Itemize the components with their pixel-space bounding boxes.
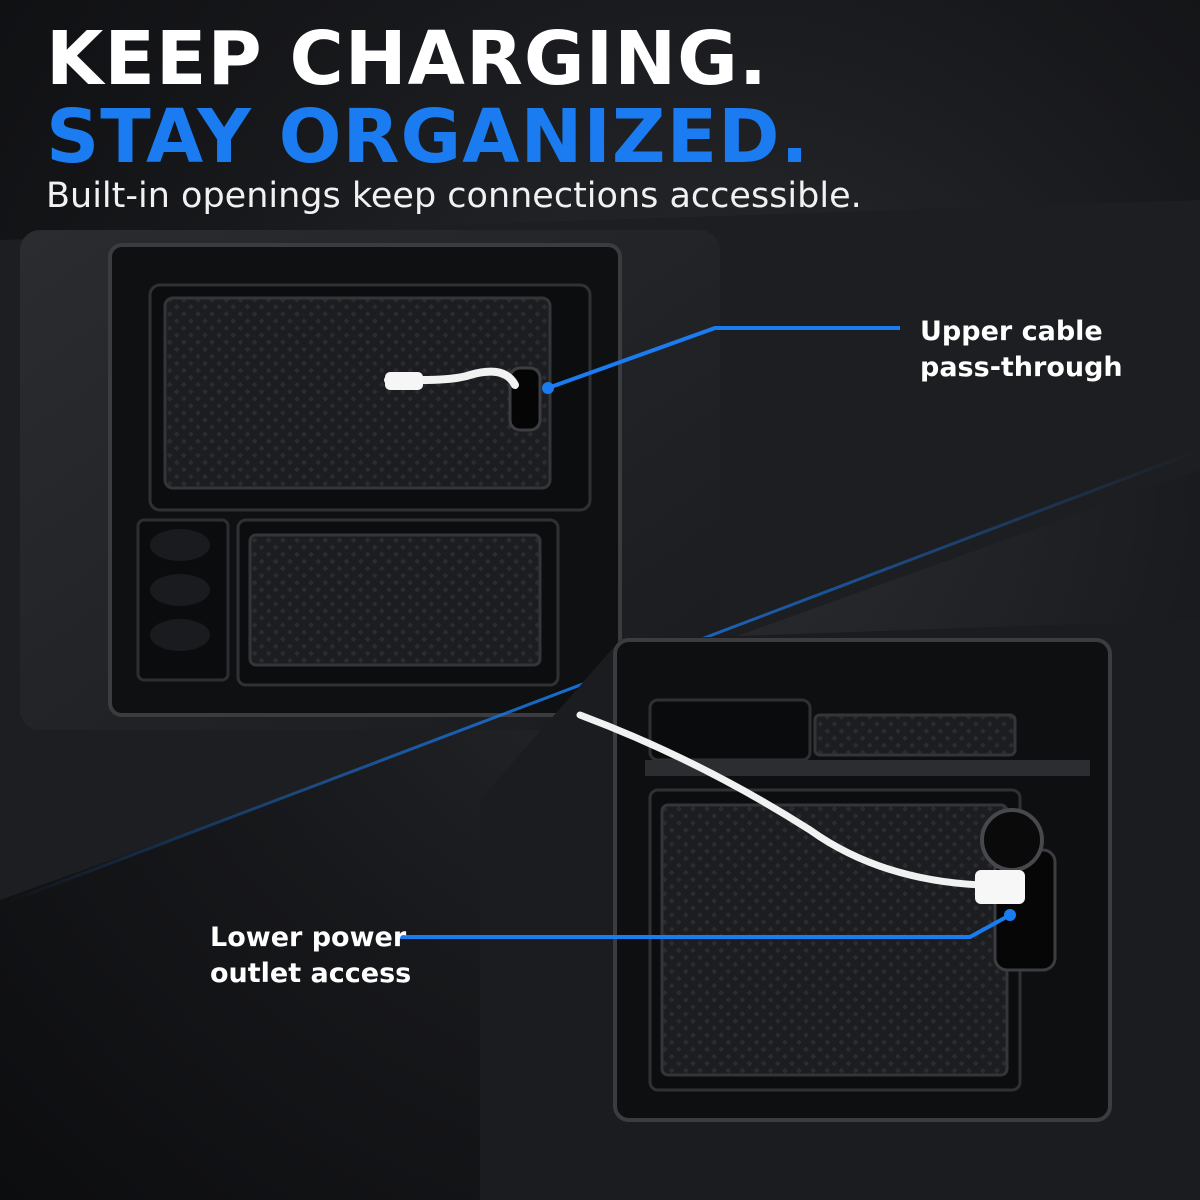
lower-organizer-tray (576, 638, 1112, 1122)
upper-callout-line-1: Upper cable (920, 316, 1103, 347)
upper-organizer-tray (108, 243, 622, 717)
lower-callout-connector (400, 909, 1016, 939)
upper-callout-line-2: pass-through (920, 352, 1123, 383)
upper-callout-connector (542, 326, 900, 394)
usb-plug (975, 870, 1025, 904)
usb-c-cable-upper (384, 367, 519, 389)
headline-line-1: KEEP CHARGING. (46, 16, 768, 102)
lower-rubber-mat-upper-tray (248, 533, 542, 667)
upper-rubber-mat (163, 296, 552, 490)
subheadline: Built-in openings keep connections acces… (46, 176, 862, 216)
upper-cable-callout: Upper cable pass-through (920, 314, 1123, 386)
lower-outlet-callout: Lower power outlet access (210, 920, 411, 992)
lower-callout-line-1: Lower power (210, 922, 407, 953)
headline-line-2: STAY ORGANIZED. (46, 94, 810, 180)
lower-callout-line-2: outlet access (210, 958, 412, 989)
usb-cable-lower (576, 711, 984, 889)
